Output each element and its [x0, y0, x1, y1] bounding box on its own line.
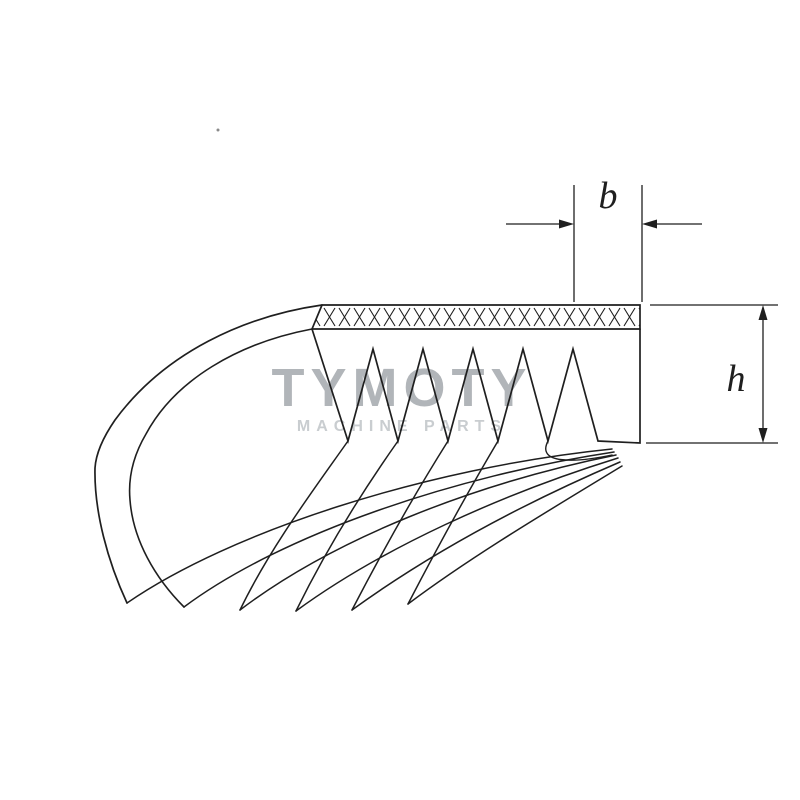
dimension-h-arrow-down — [758, 428, 768, 443]
belt-rib-curve — [407, 440, 499, 605]
belt-rib-curve — [239, 454, 617, 611]
belt-rib-curve — [183, 451, 615, 608]
belt-rib-curve — [295, 440, 399, 612]
dimension-h-label: h — [727, 358, 746, 400]
dimension-b-label: b — [599, 175, 618, 217]
watermark-title: TYMOTY — [272, 358, 533, 418]
belt-front-face-outline — [311, 328, 641, 445]
belt-front-face-fill — [312, 329, 640, 443]
dimension-h: h — [646, 304, 778, 444]
dimension-b-arrow-left — [559, 219, 574, 229]
belt-outer-bend-curve — [94, 304, 323, 604]
belt-rib-curve — [126, 448, 613, 604]
belt-rib-curve — [351, 461, 621, 611]
dimension-h-arrow-up — [758, 305, 768, 320]
belt-top-strip-hatch — [310, 304, 641, 330]
belt-rib-curve — [407, 465, 623, 605]
dimension-b-arrow-right — [642, 219, 657, 229]
belt-outlines — [94, 304, 641, 612]
belt-rib-curve — [351, 440, 449, 611]
belt-rib-curve — [545, 440, 613, 461]
belt-inner-bend-curve — [128, 328, 313, 608]
dimension-b: b — [506, 175, 702, 302]
print-artifact-dot — [216, 128, 220, 132]
belt-rib-curve — [295, 457, 619, 612]
belt-rib-curve — [239, 440, 349, 611]
